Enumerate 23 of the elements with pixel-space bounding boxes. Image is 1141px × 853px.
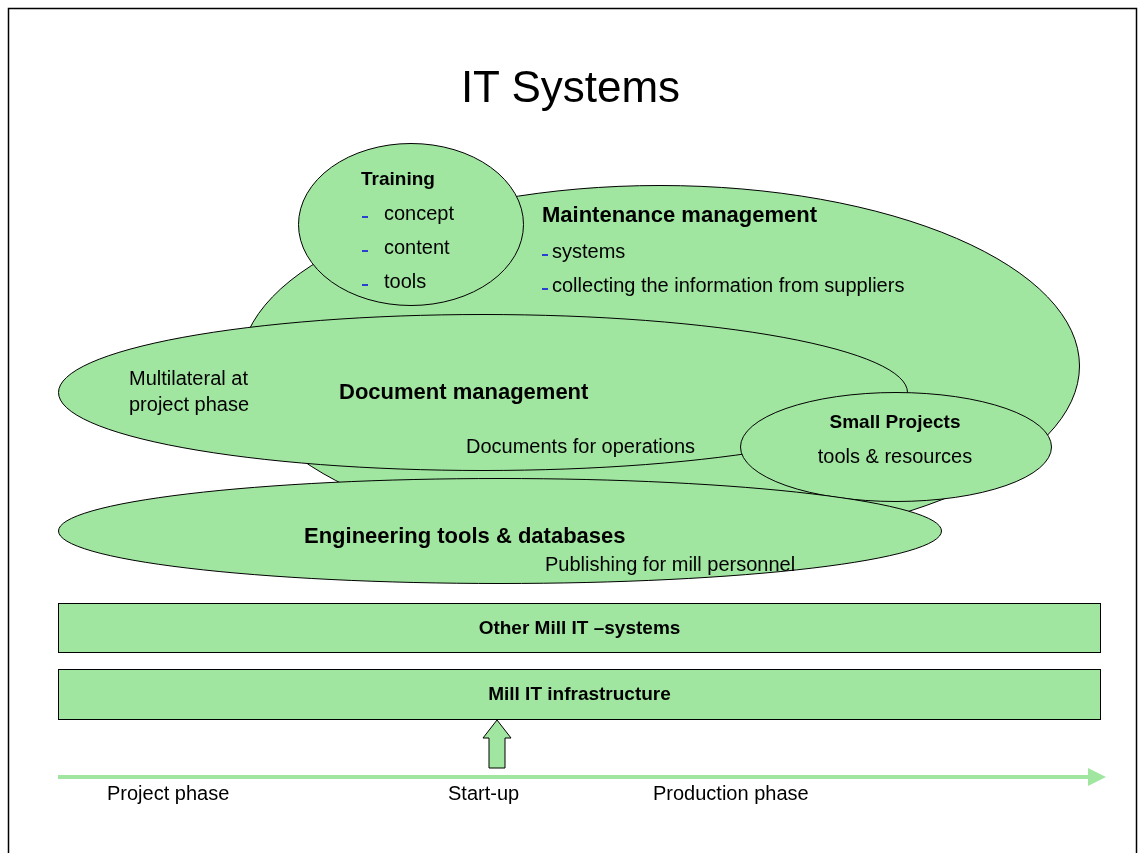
heading: Engineering tools & databases [304,523,626,549]
list-item: systems [552,240,626,263]
list-item: concept [384,202,455,225]
layer-bar [58,603,1101,653]
title: IT Systems [459,62,682,113]
block-arrow [482,719,512,769]
heading: Small Projects [828,411,962,433]
phase-label: Start-up [448,782,520,805]
layer-bar [58,669,1101,720]
list-item: collecting the information from suppliers [552,274,905,297]
heading: Mill IT infrastructure [487,683,672,705]
body-text: tools & resources [816,445,974,468]
list-item: tools [384,270,427,293]
heading: Training [361,168,435,190]
heading: Document management [339,379,589,405]
body-text: Publishing for mill personnel [545,553,796,576]
phase-label: Production phase [653,782,809,805]
list-item: content [384,236,450,259]
heading: Maintenance management [542,202,818,228]
heading: Other Mill IT –systems [477,617,682,639]
body-text: Documents for operations [466,435,695,458]
phase-label: Project phase [107,782,230,805]
body-text: Multilateral at project phase [129,366,251,417]
